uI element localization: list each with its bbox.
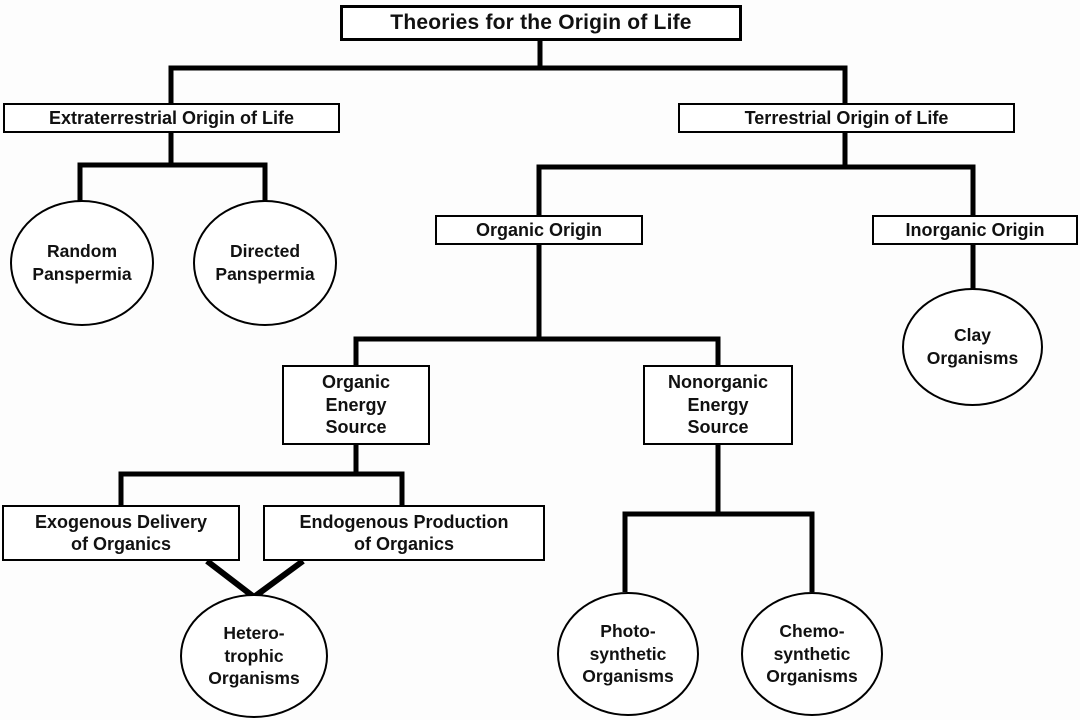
- node-nonorganic-energy-source: Nonorganic Energy Source: [643, 365, 793, 445]
- node-clay-organisms-label: Clay Organisms: [926, 325, 1019, 368]
- edge-exo-endo-bracket: [118, 471, 405, 505]
- node-organic-origin-label: Organic Origin: [475, 219, 603, 240]
- node-extraterrestrial-label: Extraterrestrial Origin of Life: [48, 107, 295, 128]
- node-inorganic-origin: Inorganic Origin: [872, 215, 1078, 245]
- node-exogenous-delivery: Exogenous Delivery of Organics: [2, 505, 240, 561]
- edge-photo-chemo-bracket: [622, 511, 815, 592]
- node-chemosynthetic-label: Chemo- synthetic Organisms: [766, 620, 858, 687]
- node-random-panspermia-label: Random Panspermia: [32, 241, 132, 284]
- edge-heterotrophic-converge: [205, 558, 305, 601]
- node-directed-panspermia: Directed Panspermia: [193, 200, 337, 326]
- node-inorganic-origin-label: Inorganic Origin: [905, 219, 1045, 240]
- node-directed-panspermia-label: Directed Panspermia: [215, 241, 315, 284]
- node-nonorganic-energy-label: Nonorganic Energy Source: [667, 372, 768, 438]
- edge-panspermia-bracket: [77, 162, 268, 202]
- node-organic-energy-source: Organic Energy Source: [282, 365, 430, 445]
- node-photosynthetic-organisms: Photo- synthetic Organisms: [557, 592, 699, 716]
- node-photosynthetic-label: Photo- synthetic Organisms: [582, 620, 674, 687]
- edge-origin-bracket: [536, 164, 976, 215]
- node-terrestrial-origin: Terrestrial Origin of Life: [678, 103, 1015, 133]
- node-chemosynthetic-organisms: Chemo- synthetic Organisms: [741, 592, 883, 716]
- node-exogenous-delivery-label: Exogenous Delivery of Organics: [34, 511, 208, 555]
- node-random-panspermia: Random Panspermia: [10, 200, 154, 326]
- node-endogenous-production: Endogenous Production of Organics: [263, 505, 545, 561]
- node-terrestrial-label: Terrestrial Origin of Life: [744, 107, 949, 128]
- node-title: Theories for the Origin of Life: [340, 5, 742, 41]
- node-heterotrophic-label: Hetero- trophic Organisms: [208, 622, 300, 689]
- node-title-label: Theories for the Origin of Life: [390, 10, 692, 34]
- node-organic-origin: Organic Origin: [435, 215, 643, 245]
- edge-energy-bracket: [353, 336, 721, 365]
- node-organic-energy-label: Organic Energy Source: [321, 372, 391, 438]
- edge-root-bracket: [168, 65, 848, 103]
- node-extraterrestrial-origin: Extraterrestrial Origin of Life: [3, 103, 340, 133]
- node-endogenous-production-label: Endogenous Production of Organics: [299, 511, 509, 555]
- node-clay-organisms: Clay Organisms: [902, 288, 1043, 406]
- node-heterotrophic-organisms: Hetero- trophic Organisms: [180, 594, 328, 718]
